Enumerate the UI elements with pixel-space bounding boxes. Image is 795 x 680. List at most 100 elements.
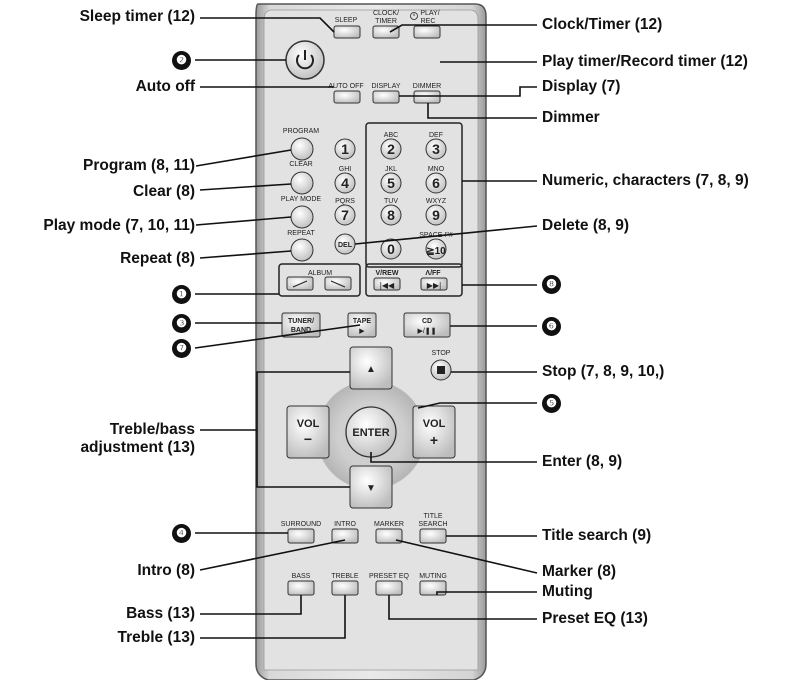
muting-button[interactable] xyxy=(419,580,447,596)
tape-label: TAPE xyxy=(353,318,371,325)
clock-timer-label: CLOCK/ xyxy=(373,10,399,17)
callout-delete: Delete (8, 9) xyxy=(542,217,630,234)
tuner-band-label-2: BAND xyxy=(291,327,311,334)
keypad-letters-label: GHI xyxy=(339,166,352,173)
callout-numeric-characters: Numeric, characters (7, 8, 9) xyxy=(542,172,749,189)
badge-6: ❻ xyxy=(542,317,561,336)
keypad-button-3[interactable] xyxy=(334,172,356,194)
callout-treble: Treble (13) xyxy=(117,629,195,646)
callout-auto-off: Auto off xyxy=(135,78,195,95)
intro-button[interactable] xyxy=(331,528,359,544)
badge-8: ❽ xyxy=(542,275,561,294)
stop-label: STOP xyxy=(432,350,451,357)
keypad-letters-label: MNO xyxy=(428,166,445,173)
callout-dimmer: Dimmer xyxy=(542,109,600,126)
callout-repeat: Repeat (8) xyxy=(120,250,195,267)
callout-muting: Muting xyxy=(542,583,593,600)
keypad-letters-label: ABC xyxy=(384,132,398,139)
surround-button[interactable] xyxy=(287,528,315,544)
sleep-button[interactable] xyxy=(333,25,361,39)
power-icon xyxy=(296,50,314,70)
keypad-digit-label: 2 xyxy=(387,141,395,157)
rew-button[interactable] xyxy=(373,277,401,291)
preset-eq-button[interactable] xyxy=(375,580,403,596)
treble-button[interactable] xyxy=(331,580,359,596)
keypad-button-5[interactable] xyxy=(425,172,447,194)
play-pause-icon: ▶/❚❚ xyxy=(417,327,436,335)
surround-label: SURROUND xyxy=(281,521,321,528)
keypad-digit-label: 9 xyxy=(432,207,440,223)
clock-timer-button[interactable] xyxy=(372,25,400,39)
album-frame xyxy=(278,263,361,297)
keypad-button-4[interactable] xyxy=(380,172,402,194)
vol-up-button[interactable] xyxy=(412,405,456,459)
tape-button[interactable] xyxy=(347,312,377,338)
badge-3: ❸ xyxy=(172,314,191,333)
rew-label: V/REW xyxy=(376,270,399,277)
cd-label: CD xyxy=(422,318,432,325)
play-mode-button[interactable] xyxy=(290,205,314,229)
keypad-digit-label: 1 xyxy=(341,141,349,157)
callout-treble-bass-line2: adjustment (13) xyxy=(80,439,195,456)
clock-timer-label-2: TIMER xyxy=(375,18,397,25)
repeat-button[interactable] xyxy=(290,238,314,262)
skip-frame xyxy=(365,263,463,297)
play-rec-button[interactable] xyxy=(413,25,441,39)
keypad-button-0[interactable] xyxy=(334,138,356,160)
callout-treble-bass-line1: Treble/bass xyxy=(109,421,195,438)
callout-bass: Bass (13) xyxy=(126,605,195,622)
callout-play-mode: Play mode (7, 10, 11) xyxy=(43,217,195,234)
play-icon: ▶ xyxy=(359,328,365,335)
clear-button[interactable] xyxy=(290,171,314,195)
treble-bass-up-button[interactable] xyxy=(349,346,393,390)
tuner-band-label: TUNER/ xyxy=(288,318,314,325)
keypad-digit-label: 8 xyxy=(387,207,395,223)
keypad-letters-label: TUV xyxy=(384,198,398,205)
keypad-frame xyxy=(365,122,463,268)
badge-7: ❼ xyxy=(172,339,191,358)
play-rec-label: PLAY/ xyxy=(420,10,439,17)
repeat-label: REPEAT xyxy=(287,230,315,237)
badge-4: ❹ xyxy=(172,524,191,543)
bass-button[interactable] xyxy=(287,580,315,596)
ff-button[interactable] xyxy=(420,277,448,291)
keypad-button-8[interactable] xyxy=(425,204,447,226)
vol-down-label: VOL xyxy=(297,418,320,430)
callout-enter: Enter (8, 9) xyxy=(542,453,623,470)
keypad-button-9[interactable] xyxy=(380,238,402,260)
title-search-button[interactable] xyxy=(419,528,447,544)
callout-leader-lines xyxy=(194,17,538,639)
keypad-button-2[interactable] xyxy=(425,138,447,160)
keypad-digit-label: 7 xyxy=(341,207,349,223)
program-button[interactable] xyxy=(290,137,314,161)
callout-display: Display (7) xyxy=(542,78,621,95)
bass-label: BASS xyxy=(292,573,311,580)
keypad-letters-label: PQRS xyxy=(335,198,355,205)
badge-1: ❶ xyxy=(172,285,191,304)
badge-5: ❺ xyxy=(542,394,561,413)
keypad-digit-label: 0 xyxy=(387,241,395,257)
marker-button[interactable] xyxy=(375,528,403,544)
play-mode-label: PLAY MODE xyxy=(281,196,322,203)
vol-down-button[interactable] xyxy=(286,405,330,459)
auto-off-button[interactable] xyxy=(333,90,361,104)
dimmer-button[interactable] xyxy=(413,90,441,104)
keypad-button-6[interactable] xyxy=(334,204,356,226)
keypad-button-1[interactable] xyxy=(380,138,402,160)
plus-icon: + xyxy=(430,432,438,448)
play-rec-label-2: REC xyxy=(421,18,436,25)
intro-label: INTRO xyxy=(334,521,356,528)
display-button[interactable] xyxy=(372,90,400,104)
badge-2: ❷ xyxy=(172,51,191,70)
keypad-button-7[interactable] xyxy=(380,204,402,226)
keypad-button-10[interactable] xyxy=(425,238,447,260)
cd-button[interactable] xyxy=(403,312,451,338)
album-up-icon xyxy=(330,280,346,288)
display-label: DISPLAY xyxy=(371,83,400,90)
tuner-band-button[interactable] xyxy=(281,312,321,338)
vol-up-label: VOL xyxy=(423,418,446,430)
callout-intro: Intro (8) xyxy=(137,562,195,579)
album-label: ALBUM xyxy=(308,270,332,277)
